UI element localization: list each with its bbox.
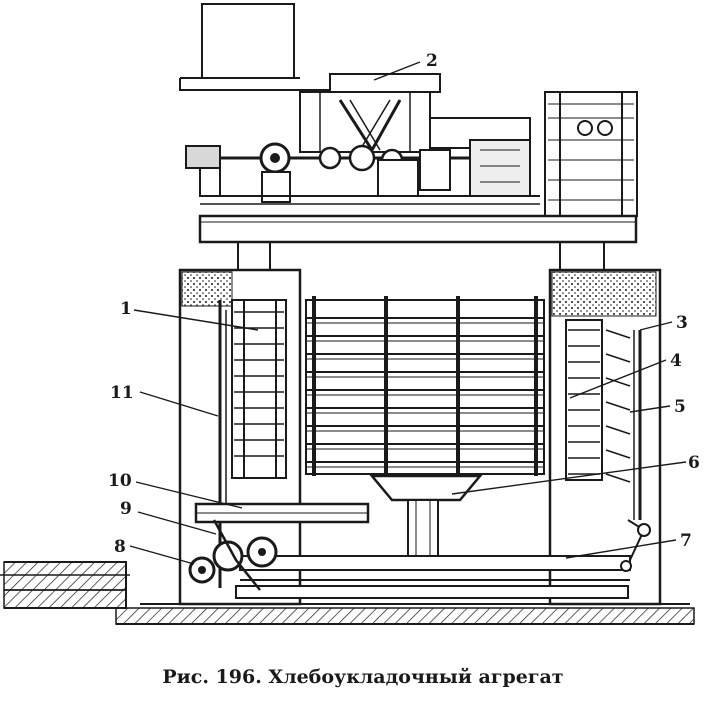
callout-1: 1 [120, 299, 132, 319]
callout-6: 6 [688, 453, 700, 473]
leader-lines [129, 61, 687, 565]
right-chain-link [605, 425, 631, 435]
callout-9: 9 [120, 499, 132, 519]
discharge-conveyor [194, 502, 370, 524]
right-housing [548, 268, 662, 606]
drive-gear-wheels [188, 519, 278, 591]
callout-2: 2 [426, 51, 438, 71]
central-bread-rack [305, 299, 545, 475]
support-columns [237, 242, 605, 270]
callout-4: 4 [670, 351, 682, 371]
callout-8: 8 [114, 537, 126, 557]
top-frame-beam [198, 214, 638, 244]
right-chain-link [605, 401, 631, 411]
bottom-conveyor [235, 555, 631, 599]
rack-shelves [306, 317, 544, 468]
right-elevator-shelves [568, 329, 631, 483]
right-chain-link [605, 449, 631, 459]
right-chain-link [605, 377, 631, 387]
callout-5: 5 [674, 397, 686, 417]
right-chain-link [605, 329, 631, 339]
rotary-table [369, 474, 483, 557]
callout-7: 7 [680, 531, 692, 551]
feed-hopper [179, 3, 441, 153]
right-chain-link [605, 473, 631, 483]
figure-caption: Рис. 196. Хлебоукладочный агрегат [162, 666, 564, 688]
callout-11: 11 [110, 383, 134, 403]
callout-10: 10 [108, 471, 132, 491]
right-upper-tower [544, 91, 638, 217]
callout-3: 3 [676, 313, 688, 333]
drive-mechanism [185, 117, 540, 205]
right-chain-link [605, 353, 631, 363]
rack-posts [312, 296, 538, 476]
left-housing [178, 268, 302, 606]
left-elevator-shelves [234, 311, 284, 457]
tension-lever [620, 519, 651, 572]
